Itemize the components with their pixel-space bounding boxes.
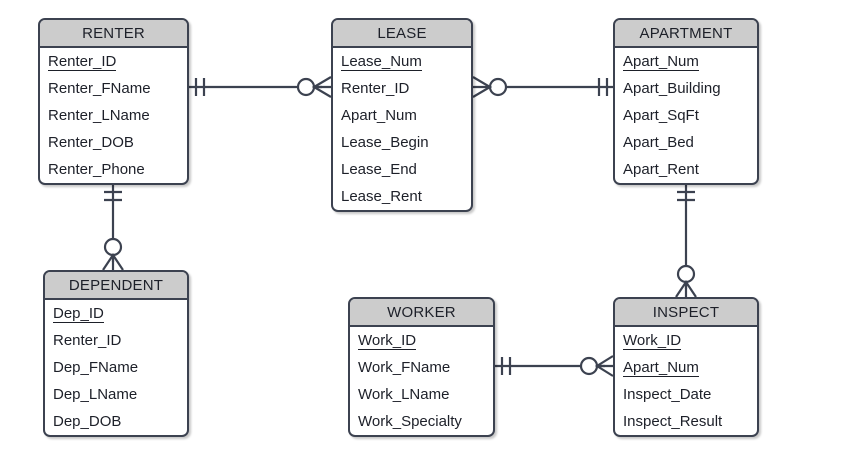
attribute-row: Apart_Rent bbox=[615, 156, 757, 183]
entity-title-dependent: DEPENDENT bbox=[45, 272, 187, 300]
entity-apartment[interactable]: APARTMENT Apart_Num Apart_Building Apart… bbox=[613, 18, 759, 185]
attribute-row: Dep_ID bbox=[45, 300, 187, 327]
attribute-row: Inspect_Date bbox=[615, 381, 757, 408]
attribute-row: Renter_LName bbox=[40, 102, 187, 129]
relationship-apartment-inspect bbox=[675, 184, 697, 298]
zero-circle bbox=[579, 356, 599, 376]
attribute-label: Renter_ID bbox=[341, 80, 410, 97]
entity-inspect[interactable]: INSPECT Work_ID Apart_Num Inspect_Date I… bbox=[613, 297, 759, 437]
relationship-worker-inspect bbox=[495, 355, 614, 377]
entity-title-renter: RENTER bbox=[40, 20, 187, 48]
attribute-row: Apart_SqFt bbox=[615, 102, 757, 129]
attribute-label: Dep_LName bbox=[53, 386, 138, 403]
attribute-label: Apart_Building bbox=[623, 80, 721, 97]
attribute-row: Dep_FName bbox=[45, 354, 187, 381]
attribute-label: Work_ID bbox=[358, 332, 417, 350]
attribute-label: Apart_Rent bbox=[623, 161, 699, 178]
attribute-label: Apart_Bed bbox=[623, 134, 694, 151]
entity-dependent[interactable]: DEPENDENT Dep_ID Renter_ID Dep_FName Dep… bbox=[43, 270, 189, 437]
attribute-label: Work_FName bbox=[358, 359, 451, 376]
attribute-row: Apart_Bed bbox=[615, 129, 757, 156]
crow-foot bbox=[102, 253, 124, 271]
attribute-row: Renter_ID bbox=[333, 75, 471, 102]
attribute-row: Dep_LName bbox=[45, 381, 187, 408]
attribute-row: Lease_End bbox=[333, 156, 471, 183]
attribute-row: Work_Specialty bbox=[350, 408, 493, 435]
zero-circle bbox=[676, 264, 696, 284]
attribute-row: Renter_FName bbox=[40, 75, 187, 102]
attribute-label: Apart_Num bbox=[623, 53, 699, 71]
attribute-row: Renter_DOB bbox=[40, 129, 187, 156]
entity-title-inspect: INSPECT bbox=[615, 299, 757, 327]
crow-foot bbox=[675, 280, 697, 298]
attribute-label: Renter_FName bbox=[48, 80, 151, 97]
attribute-row: Work_FName bbox=[350, 354, 493, 381]
attribute-label: Work_Specialty bbox=[358, 413, 462, 430]
crow-foot bbox=[311, 76, 332, 98]
attribute-list-worker: Work_ID Work_FName Work_LName Work_Speci… bbox=[350, 327, 493, 435]
attribute-label: Lease_Begin bbox=[341, 134, 429, 151]
entity-worker[interactable]: WORKER Work_ID Work_FName Work_LName Wor… bbox=[348, 297, 495, 437]
attribute-label: Inspect_Date bbox=[623, 386, 712, 403]
attribute-label: Dep_FName bbox=[53, 359, 139, 376]
attribute-row: Work_ID bbox=[615, 327, 757, 354]
attribute-list-renter: Renter_ID Renter_FName Renter_LName Rent… bbox=[40, 48, 187, 183]
attribute-row: Lease_Rent bbox=[333, 183, 471, 210]
attribute-label: Lease_Rent bbox=[341, 188, 422, 205]
attribute-label: Work_LName bbox=[358, 386, 450, 403]
attribute-list-apartment: Apart_Num Apart_Building Apart_SqFt Apar… bbox=[615, 48, 757, 183]
relationship-renter-dependent bbox=[102, 184, 124, 271]
relationship-lease-apartment bbox=[472, 76, 613, 98]
attribute-label: Inspect_Result bbox=[623, 413, 723, 430]
attribute-row: Inspect_Result bbox=[615, 408, 757, 435]
attribute-row: Renter_Phone bbox=[40, 156, 187, 183]
attribute-label: Renter_Phone bbox=[48, 161, 145, 178]
zero-circle bbox=[296, 77, 316, 97]
attribute-row: Lease_Num bbox=[333, 48, 471, 75]
attribute-label: Renter_ID bbox=[53, 332, 122, 349]
entity-renter[interactable]: RENTER Renter_ID Renter_FName Renter_LNa… bbox=[38, 18, 189, 185]
attribute-row: Renter_ID bbox=[40, 48, 187, 75]
attribute-row: Work_LName bbox=[350, 381, 493, 408]
attribute-row: Work_ID bbox=[350, 327, 493, 354]
attribute-label: Lease_Num bbox=[341, 53, 422, 71]
attribute-row: Renter_ID bbox=[45, 327, 187, 354]
attribute-label: Apart_Num bbox=[341, 107, 417, 124]
attribute-label: Renter_LName bbox=[48, 107, 150, 124]
attribute-list-inspect: Work_ID Apart_Num Inspect_Date Inspect_R… bbox=[615, 327, 757, 435]
zero-circle bbox=[488, 77, 508, 97]
attribute-label: Dep_DOB bbox=[53, 413, 122, 430]
attribute-label: Apart_SqFt bbox=[623, 107, 699, 124]
relationship-renter-lease bbox=[189, 76, 332, 98]
attribute-row: Apart_Building bbox=[615, 75, 757, 102]
attribute-list-dependent: Dep_ID Renter_ID Dep_FName Dep_LName Dep… bbox=[45, 300, 187, 435]
attribute-row: Apart_Num bbox=[615, 354, 757, 381]
attribute-list-lease: Lease_Num Renter_ID Apart_Num Lease_Begi… bbox=[333, 48, 471, 210]
zero-circle bbox=[103, 237, 123, 257]
attribute-label: Apart_Num bbox=[623, 359, 699, 377]
entity-title-worker: WORKER bbox=[350, 299, 493, 327]
entity-title-lease: LEASE bbox=[333, 20, 471, 48]
crow-foot bbox=[594, 355, 614, 377]
attribute-label: Renter_DOB bbox=[48, 134, 134, 151]
attribute-row: Apart_Num bbox=[615, 48, 757, 75]
attribute-row: Dep_DOB bbox=[45, 408, 187, 435]
attribute-label: Work_ID bbox=[623, 332, 682, 350]
attribute-row: Apart_Num bbox=[333, 102, 471, 129]
attribute-label: Renter_ID bbox=[48, 53, 117, 71]
attribute-label: Lease_End bbox=[341, 161, 417, 178]
attribute-row: Lease_Begin bbox=[333, 129, 471, 156]
entity-title-apartment: APARTMENT bbox=[615, 20, 757, 48]
crow-foot bbox=[472, 76, 493, 98]
attribute-label: Dep_ID bbox=[53, 305, 104, 323]
entity-lease[interactable]: LEASE Lease_Num Renter_ID Apart_Num Leas… bbox=[331, 18, 473, 212]
